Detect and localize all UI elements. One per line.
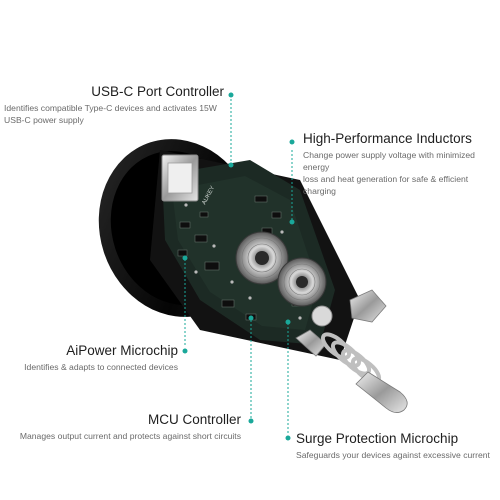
callout-inductors-desc: Change power supply voltage with minimiz… xyxy=(303,149,495,197)
callout-aipower-desc-line1: Identifies & adapts to connected devices xyxy=(24,362,178,372)
spring-contact xyxy=(320,332,408,413)
usbc-port xyxy=(161,154,199,202)
callout-mcu-title: MCU Controller xyxy=(147,412,241,427)
callout-inductors-desc-line2: loss and heat generation for safe & effi… xyxy=(303,174,469,196)
side-clips xyxy=(295,289,387,357)
callout-usbc-desc-line2: USB-C power supply xyxy=(4,115,84,125)
callout-aipower-title: AiPower Microchip xyxy=(66,343,178,358)
callout-usbc-desc-line1: Identifies compatible Type-C devices and… xyxy=(4,103,217,113)
callout-inductors-title: High-Performance Inductors xyxy=(303,131,472,146)
inductor-coils xyxy=(235,231,327,307)
callout-surge: Surge Protection Microchip Safeguards yo… xyxy=(296,431,492,461)
callout-aipower: AiPower Microchip Identifies & adapts to… xyxy=(8,343,178,373)
callout-inductors: High-Performance Inductors Change power … xyxy=(303,131,495,197)
capacitor xyxy=(311,305,333,327)
callout-surge-title: Surge Protection Microchip xyxy=(296,431,459,446)
callout-usbc-title: USB-C Port Controller xyxy=(91,84,224,99)
callout-lines xyxy=(184,95,293,433)
callout-usbc-desc: Identifies compatible Type-C devices and… xyxy=(4,102,224,126)
callout-surge-desc-line1: Safeguards your devices against excessiv… xyxy=(296,450,490,460)
callout-inductors-desc-line1: Change power supply voltage with minimiz… xyxy=(303,150,475,172)
callout-mcu: MCU Controller Manages output current an… xyxy=(11,412,241,442)
callout-usbc: USB-C Port Controller Identifies compati… xyxy=(4,84,224,126)
callout-mcu-desc-line1: Manages output current and protects agai… xyxy=(19,431,241,441)
callout-dots xyxy=(182,92,295,441)
